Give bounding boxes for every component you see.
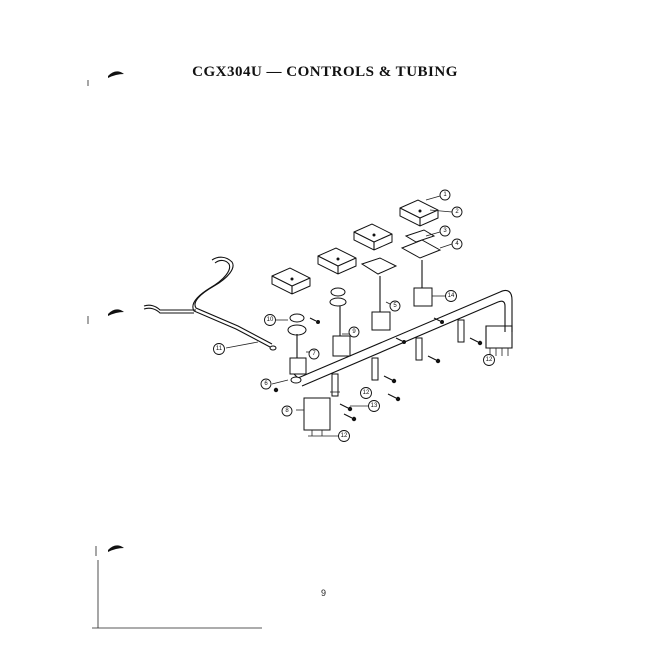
svg-text:7: 7 xyxy=(312,351,316,357)
callout-13: 12 xyxy=(360,387,372,399)
callout-3: 3 xyxy=(439,225,451,237)
callout-14: 13 xyxy=(368,400,380,412)
page-title: CGX304U — CONTROLS & TUBING xyxy=(192,64,458,80)
callout-12-lower: 12 xyxy=(338,430,350,442)
svg-text:8: 8 xyxy=(285,408,289,414)
svg-text:12: 12 xyxy=(486,357,493,363)
valve-assembly-2 xyxy=(317,247,357,357)
svg-text:12: 12 xyxy=(363,390,370,396)
svg-text:12: 12 xyxy=(341,433,348,439)
valve-assembly-3 xyxy=(353,223,398,331)
callout-10: 10 xyxy=(264,314,276,326)
page-number: 9 xyxy=(321,588,327,598)
svg-text:4: 4 xyxy=(455,241,459,247)
callout-9: 9 xyxy=(348,326,360,338)
svg-text:10: 10 xyxy=(267,317,274,323)
callout-11: 11 xyxy=(213,343,225,355)
callout-15: 14 xyxy=(445,290,457,302)
svg-text:1: 1 xyxy=(443,192,447,198)
callout-5: 5 xyxy=(389,300,401,312)
callout-1: 1 xyxy=(439,189,451,201)
svg-text:13: 13 xyxy=(371,403,378,409)
callout-12-right: 12 xyxy=(483,354,495,366)
flexible-tubing xyxy=(143,256,277,351)
svg-text:9: 9 xyxy=(352,329,356,335)
callout-6: 6 xyxy=(260,378,272,390)
screws xyxy=(261,317,483,422)
callout-2: 2 xyxy=(451,206,463,218)
callout-8: 8 xyxy=(281,405,293,417)
callout-4: 4 xyxy=(451,238,463,250)
svg-text:3: 3 xyxy=(443,228,447,234)
svg-text:5: 5 xyxy=(393,303,397,309)
valve-assembly-4 xyxy=(399,199,442,307)
svg-text:14: 14 xyxy=(448,293,455,299)
leader-lines xyxy=(225,195,493,437)
hole-punch-marks xyxy=(87,71,124,556)
svg-text:6: 6 xyxy=(264,381,268,387)
page-edge xyxy=(92,560,262,629)
callout-7: 7 xyxy=(308,348,320,360)
svg-text:11: 11 xyxy=(216,346,223,352)
svg-text:2: 2 xyxy=(455,209,459,215)
mounting-brackets xyxy=(303,319,513,436)
valve-assembly-1 xyxy=(271,267,311,375)
gas-manifold-tube xyxy=(290,289,513,387)
